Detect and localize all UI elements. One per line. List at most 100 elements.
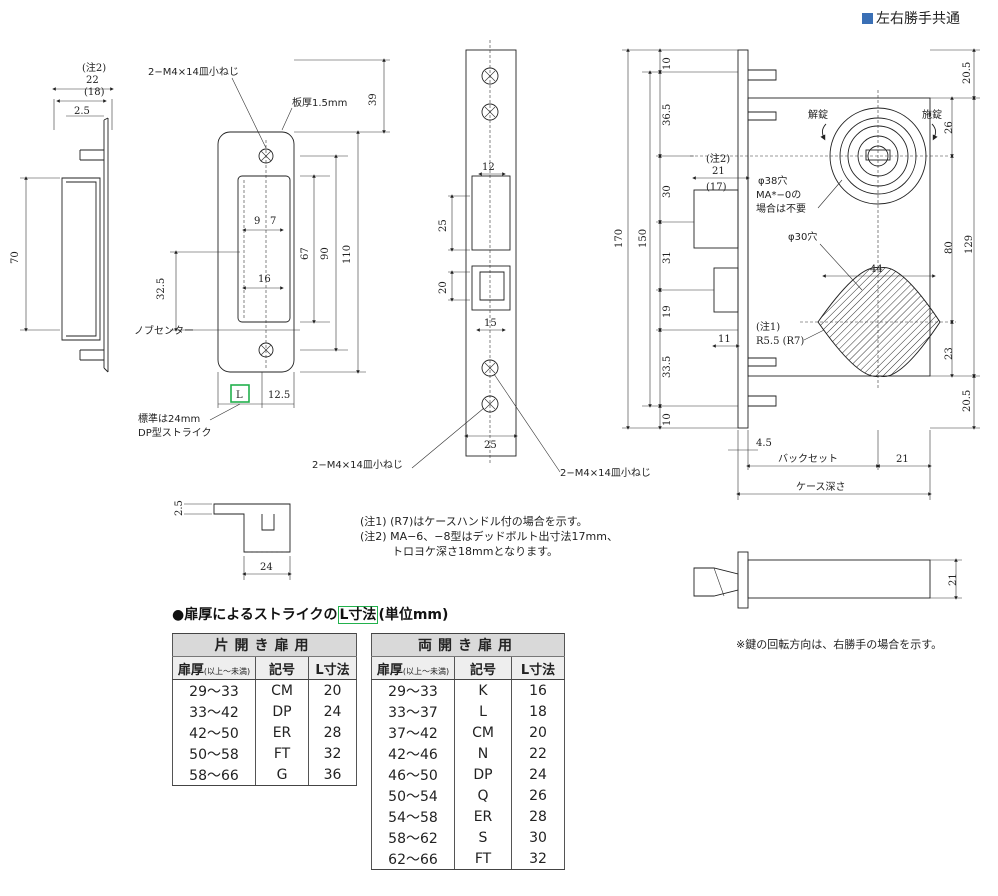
label-standard-24: 標準は24mm	[138, 412, 200, 425]
cell-thickness: 50〜58	[172, 743, 256, 764]
cell-l: 28	[511, 806, 565, 827]
dim-39: 39	[368, 93, 379, 106]
dim-36-5: 36.5	[662, 104, 673, 126]
page-title: 左右勝手共通	[862, 8, 960, 28]
dim-90: 90	[320, 247, 331, 260]
single-col-thickness: 扉厚(以上〜未満)	[172, 656, 256, 680]
dim-12-plate: 12	[482, 162, 495, 173]
cell-code: FT	[454, 848, 512, 870]
label-case-depth: ケース深さ	[796, 481, 846, 493]
cell-l: 36	[308, 764, 357, 786]
single-door-group-header: 片開き扉用	[172, 633, 357, 657]
dim-2-5-bottom: 2.5	[174, 500, 185, 516]
title-text: 左右勝手共通	[876, 11, 960, 27]
label-lock: 施錠	[922, 108, 942, 121]
cell-l: 24	[511, 764, 565, 785]
unlock-arrow-icon	[820, 123, 827, 141]
cell-thickness: 33〜42	[172, 701, 256, 722]
label-knob-center: ノブセンター	[134, 324, 194, 337]
cell-l: 22	[511, 743, 565, 764]
label-screw-plate-right: 2−M4×14皿小ねじ	[560, 467, 651, 479]
dim-L: L	[236, 390, 243, 401]
cell-thickness: 29〜33	[371, 679, 455, 701]
cell-l: 32	[511, 848, 565, 870]
cell-code: N	[454, 743, 512, 764]
dim-15-plate: 15	[484, 318, 497, 329]
dim-25-plate-bottom: 25	[484, 440, 497, 451]
cell-thickness: 62〜66	[371, 848, 455, 870]
cell-thickness: 58〜62	[371, 827, 455, 848]
dim-20-5-top: 20.5	[962, 62, 973, 84]
cell-thickness: 58〜66	[172, 764, 256, 786]
heading-suffix: (単位mm)	[378, 607, 449, 623]
label-note2-body: (注2)	[706, 152, 730, 165]
dim-110: 110	[342, 245, 353, 264]
dim-32-5: 32.5	[156, 278, 167, 300]
dim-12-5: 12.5	[268, 390, 290, 401]
single-col-l: L寸法	[308, 656, 357, 680]
dim-17-body: (17)	[706, 182, 727, 193]
cell-code: CM	[255, 679, 309, 701]
dim-16: 16	[258, 274, 271, 285]
dim-80: 80	[944, 241, 955, 254]
cell-code: ER	[255, 722, 309, 743]
label-screw-plate-left: 2−M4×14皿小ねじ	[312, 459, 403, 471]
cell-l: 18	[511, 701, 565, 722]
cell-thickness: 42〜50	[172, 722, 256, 743]
cell-l: 24	[308, 701, 357, 722]
dim-30-body: 30	[662, 185, 673, 198]
dim-note2-top: (注2)	[82, 61, 106, 74]
dim-11: 11	[718, 334, 731, 345]
front-plate-view: 12 25 20 15 25 2−M4×14皿小ねじ 2−M4×14皿小ねじ	[312, 40, 651, 479]
lock-arrow-icon	[931, 123, 938, 141]
cell-l: 20	[308, 679, 357, 701]
cell-l: 32	[308, 743, 357, 764]
dim-33-5: 33.5	[662, 356, 673, 378]
dim-7: 7	[270, 216, 276, 227]
dim-10-bottom: 10	[662, 413, 673, 426]
cell-thickness: 42〜46	[371, 743, 455, 764]
cell-code: L	[454, 701, 512, 722]
lock-body-view: 解錠 施錠 (注2) 21 (17) φ38穴 MA*−0の 場合は不要 φ30…	[614, 48, 980, 500]
dim-2-5-side: 2.5	[74, 106, 90, 117]
dim-44: 44	[870, 264, 883, 275]
dim-20-5-bottom: 20.5	[962, 390, 973, 412]
cell-code: S	[454, 827, 512, 848]
cell-l: 30	[511, 827, 565, 848]
label-plate-thickness: 板厚1.5mm	[292, 96, 347, 109]
double-col-thickness: 扉厚(以上〜未満)	[371, 656, 455, 680]
dim-170: 170	[614, 229, 625, 248]
label-hole30: φ30穴	[788, 230, 817, 243]
dim-20-plate: 20	[438, 281, 449, 294]
dim-70: 70	[10, 251, 21, 264]
heading-prefix: ●扉厚によるストライクの	[172, 607, 338, 623]
dim-23: 23	[944, 347, 955, 360]
label-unlock: 解錠	[808, 108, 828, 121]
lock-bottom-view: 21	[693, 551, 962, 609]
dim-31: 31	[662, 251, 673, 264]
cell-l: 16	[511, 679, 565, 701]
cell-code: K	[454, 679, 512, 701]
strike-side-view: (注2) 22 (18) 2.5 70	[10, 61, 114, 373]
double-col-l: L寸法	[511, 656, 565, 680]
rotation-note: ※鍵の回転方向は、右勝手の場合を示す。	[736, 638, 943, 651]
dim-24-bottom: 24	[260, 562, 273, 573]
cell-thickness: 54〜58	[371, 806, 455, 827]
label-hole38-3: 場合は不要	[756, 202, 806, 215]
note-3: トロヨケ深さ18mmとなります。	[392, 545, 558, 558]
cell-l: 20	[511, 722, 565, 743]
cell-thickness: 29〜33	[172, 679, 256, 701]
strike-bottom-view: 2.5 24	[174, 500, 292, 580]
